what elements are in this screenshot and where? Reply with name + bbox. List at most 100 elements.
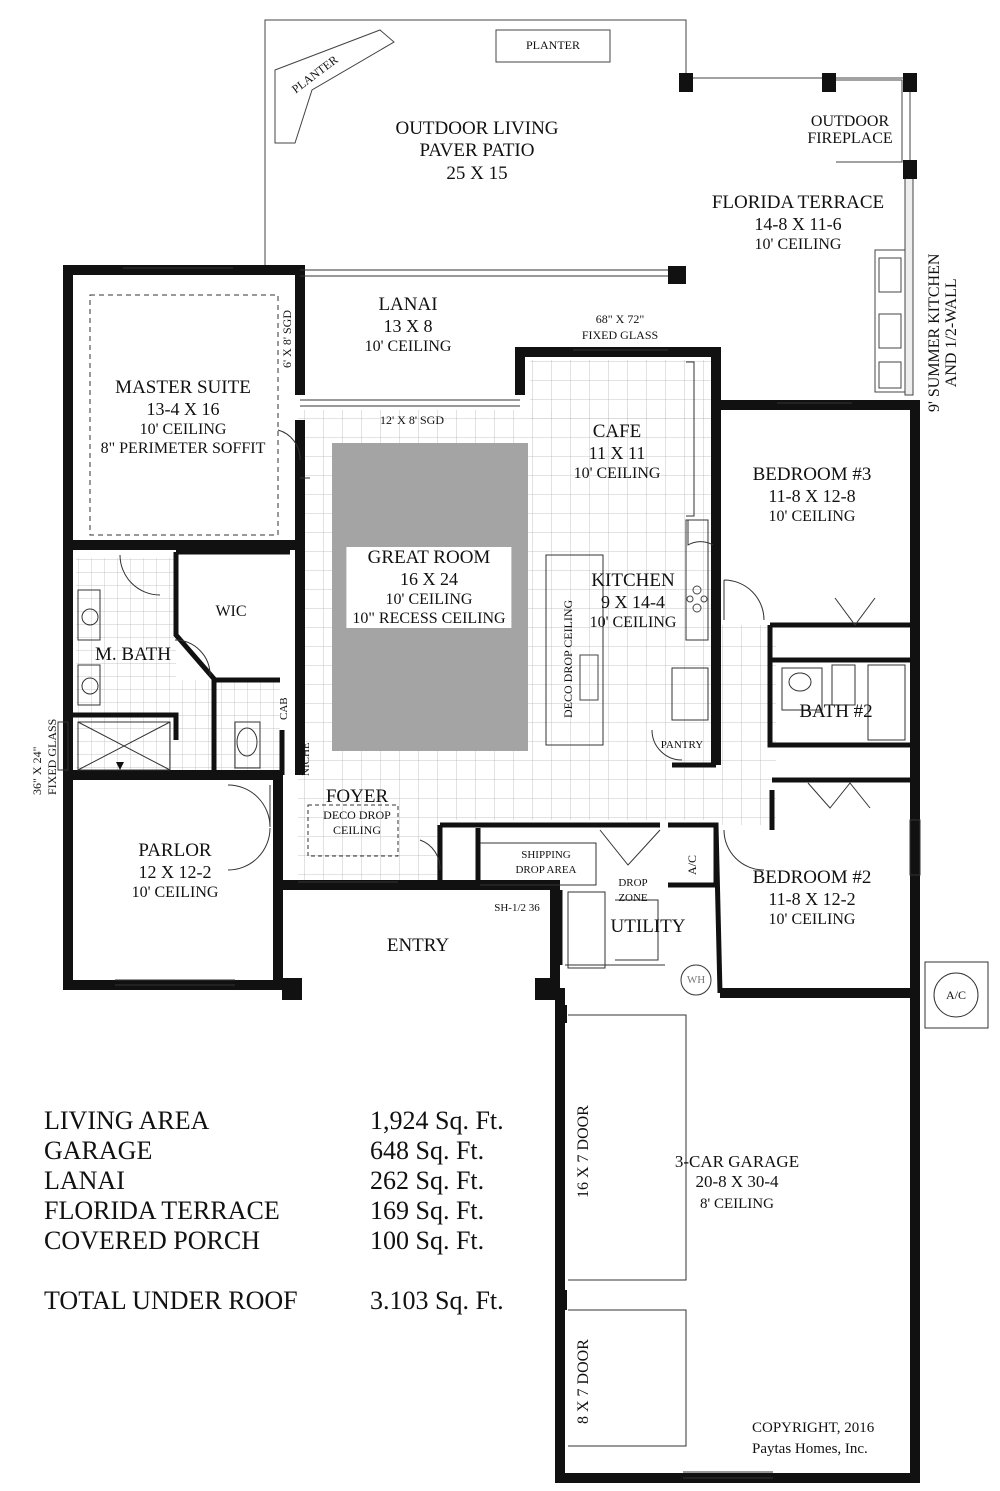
label-line: 68" X 72" [595, 312, 645, 326]
label-line: FIXED GLASS [45, 718, 59, 795]
area-value: 100 Sq. Ft. [370, 1226, 485, 1255]
lanai-label: LANAI 13 X 8 10' CEILING [365, 294, 452, 357]
label-line: ZONE [618, 892, 648, 904]
details [57, 267, 989, 1479]
room-note: DECO DROP [323, 808, 391, 823]
arrow-marker [116, 762, 124, 770]
cab-label: CAB [278, 697, 290, 720]
room-ceiling: 10' CEILING [139, 420, 227, 438]
label-line: OUTDOOR [810, 113, 890, 130]
room-ceiling: 10' CEILING [768, 507, 856, 525]
area-row: COVERED PORCH 100 Sq. Ft. [44, 1226, 504, 1256]
total-value: 3.103 Sq. Ft. [370, 1286, 504, 1315]
room-name: BEDROOM #3 [752, 464, 872, 485]
drop-zone-label: DROP ZONE [618, 876, 647, 906]
area-label: GARAGE [44, 1136, 153, 1165]
label-line: 36" X 24" [30, 746, 44, 795]
room-note: 10" RECESS CEILING [346, 609, 512, 629]
room-name: FLORIDA TERRACE [711, 192, 885, 213]
cafe-label: CAFE 11 X 11 10' CEILING [574, 421, 661, 484]
great-room-label: GREAT ROOM 16 X 24 10' CEILING 10" RECES… [346, 547, 512, 629]
label-line: SHIPPING [521, 849, 571, 861]
bedroom3-label: BEDROOM #3 11-8 X 12-8 10' CEILING [753, 464, 872, 527]
fixed-glass-left-label: 36" X 24" FIXED GLASS [30, 719, 60, 795]
sh-label: SH-1/2 36 [494, 902, 540, 914]
room-ceiling: 10' CEILING [131, 883, 219, 901]
door-swings [119, 429, 876, 871]
room-dims: 16 X 24 [346, 569, 512, 591]
foyer-label: FOYER DECO DROP CEILING [323, 786, 391, 837]
bath2-label: BATH #2 [799, 701, 873, 722]
area-row: LANAI 262 Sq. Ft. [44, 1166, 504, 1196]
label-line: AND 1/2-WALL [943, 278, 960, 388]
posts [282, 73, 917, 1310]
ac-inside-label: A/C [685, 854, 699, 875]
area-summary: LIVING AREA 1,924 Sq. Ft. GARAGE 648 Sq. F… [44, 1106, 504, 1316]
area-label: LANAI [44, 1166, 125, 1195]
room-note: CEILING [333, 822, 381, 837]
garage-label: 3-CAR GARAGE 20-8 X 30-4 8' CEILING [675, 1152, 799, 1214]
parlor-label: PARLOR 12 X 12-2 10' CEILING [132, 840, 219, 903]
total-label: TOTAL UNDER ROOF [44, 1286, 298, 1315]
room-name: BEDROOM #2 [752, 867, 872, 888]
kitchen-label: KITCHEN 9 X 14-4 10' CEILING [590, 570, 677, 633]
door8-label: 8 X 7 DOOR [575, 1339, 592, 1424]
outdoor-living-label: OUTDOOR LIVING PAVER PATIO 25 X 15 [395, 118, 558, 185]
label-line: DROP [618, 877, 648, 889]
area-row: GARAGE 648 Sq. Ft. [44, 1136, 504, 1166]
fixed-glass-label: 68" X 72" FIXED GLASS [582, 311, 658, 343]
kitchen-fixtures [579, 585, 708, 701]
room-dims: 13 X 8 [383, 316, 433, 337]
room-name: FOYER [325, 786, 389, 807]
room-ceiling: 10' CEILING [364, 337, 452, 355]
area-value: 648 Sq. Ft. [370, 1136, 485, 1165]
area-value: 169 Sq. Ft. [370, 1196, 485, 1225]
room-name: LANAI [378, 294, 438, 315]
room-ceiling: 10' CEILING [573, 464, 661, 482]
copyright-text: COPYRIGHT, 2016 [752, 1420, 875, 1436]
sgd-master-label: 6' X 8' SGD [280, 310, 294, 368]
master-bath-label: M. BATH [94, 644, 172, 665]
room-ceiling: 10' CEILING [346, 590, 512, 610]
niche-label: NICHE [300, 742, 312, 776]
pantry-label: PANTRY [660, 739, 704, 751]
sgd-great-label: 12' X 8' SGD [380, 413, 444, 427]
room-name: PARLOR [138, 840, 212, 861]
room-name: CAFE [592, 421, 642, 442]
bedroom2-label: BEDROOM #2 11-8 X 12-2 10' CEILING [753, 867, 872, 930]
master-suite-label: MASTER SUITE 13-4 X 16 10' CEILING 8" PE… [101, 377, 266, 458]
area-label: COVERED PORCH [44, 1226, 260, 1255]
area-value: 262 Sq. Ft. [370, 1166, 485, 1195]
room-name: OUTDOOR LIVING [395, 118, 559, 139]
label-line: 9' SUMMER KITCHEN [926, 253, 943, 412]
room-dims: 13-4 X 16 [146, 399, 220, 420]
room-name: MASTER SUITE [115, 377, 251, 398]
room-dims: 11-8 X 12-2 [768, 889, 856, 910]
room-name: GREAT ROOM [346, 547, 512, 570]
outdoor-fireplace-label: OUTDOOR FIREPLACE [807, 113, 892, 147]
florida-terrace-label: FLORIDA TERRACE 14-8 X 11-6 10' CEILING [712, 192, 884, 255]
interior-walls [68, 549, 915, 994]
wic-label: WIC [215, 603, 247, 620]
room-ceiling: 10' CEILING [589, 613, 677, 631]
room-dims: 12 X 12-2 [138, 862, 212, 883]
area-row: LIVING AREA 1,924 Sq. Ft. [44, 1106, 504, 1136]
room-dims: 9 X 14-4 [601, 592, 665, 613]
entry-label: ENTRY [386, 935, 450, 956]
planter-top-label: PLANTER [526, 38, 580, 52]
terrace-half-wall [904, 174, 914, 396]
area-value: 1,924 Sq. Ft. [370, 1106, 504, 1135]
room-dims: 25 X 15 [446, 162, 508, 184]
room-dims: 11 X 11 [588, 443, 646, 464]
deco-drop-ceiling-label: DECO DROP CEILING [561, 599, 575, 718]
label-line: FIREPLACE [807, 130, 893, 147]
water-heater-label: WH [686, 974, 706, 986]
room-ceiling: 8' CEILING [700, 1196, 774, 1213]
room-dims: 11-8 X 12-8 [768, 486, 856, 507]
room-sub: PAVER PATIO [419, 140, 535, 162]
label-line: FIXED GLASS [581, 328, 659, 342]
area-label: LIVING AREA [44, 1106, 210, 1135]
ac-outside-label: A/C [945, 988, 967, 1002]
total-row: TOTAL UNDER ROOF 3.103 Sq. Ft. [44, 1286, 504, 1316]
